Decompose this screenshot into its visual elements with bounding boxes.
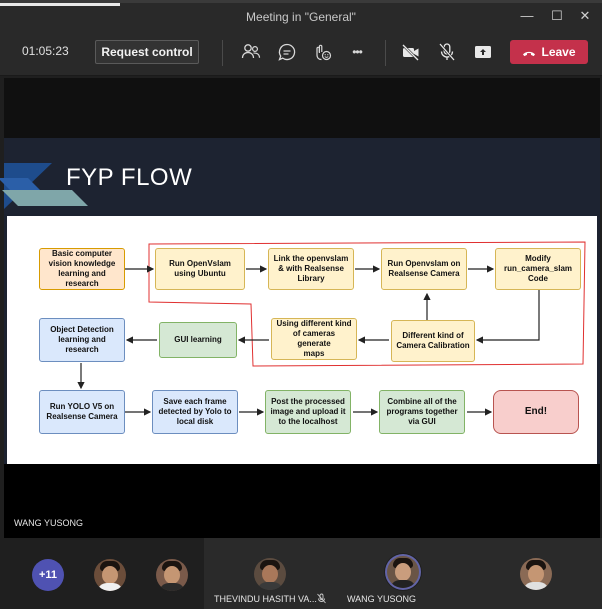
flow-object-detection: Object Detection learning and research (39, 318, 125, 362)
share-icon[interactable] (472, 41, 494, 63)
avatar-face (164, 566, 180, 584)
flow-save-frame: Save each frame detected by Yolo to loca… (152, 390, 238, 434)
avatar-shirt (390, 580, 416, 588)
leave-button[interactable]: Leave (510, 40, 588, 64)
flow-post-image: Post the processed image and upload it t… (265, 390, 351, 434)
reactions-icon[interactable] (311, 41, 333, 63)
flow-run-yolo: Run YOLO V5 on Realsense Camera (39, 390, 125, 434)
flow-modify-code: Modify run_camera_slam Code (495, 248, 581, 290)
slide-letterbox-bottom (4, 464, 600, 538)
more-icon[interactable]: ••• (352, 45, 363, 59)
participant-strip: +11 THEVINDU HASITH VA... WANG YUSONG (0, 538, 602, 609)
window-title: Meeting in "General" (246, 10, 356, 24)
avatar-shirt (523, 582, 549, 590)
flow-gui-learning: GUI learning (159, 322, 237, 358)
avatar (520, 558, 552, 590)
flow-combine-gui: Combine all of the programs together via… (379, 390, 465, 434)
close-button[interactable]: ✕ (579, 8, 591, 23)
flow-basic-cv: Basic computer vision knowledge learning… (39, 248, 125, 290)
slide-decoration (2, 190, 88, 206)
flow-run-realsense: Run Openvslam on Realsense Camera (381, 248, 467, 290)
maximize-button[interactable]: ☐ (551, 8, 563, 23)
flow-camera-calibration: Different kind of Camera Calibration (391, 320, 475, 362)
active-speaker-name: WANG YUSONG (14, 518, 84, 528)
avatar (254, 558, 286, 590)
camera-off-icon[interactable] (400, 41, 422, 63)
toolbar-divider (222, 40, 223, 66)
chat-icon[interactable] (276, 41, 298, 63)
participant-name: THEVINDU HASITH VA... (214, 594, 317, 604)
leave-label: Leave (541, 45, 576, 59)
avatar[interactable] (156, 559, 188, 591)
shared-screen: FYP FLOW (0, 78, 600, 538)
avatar-face (102, 566, 118, 584)
avatar (387, 556, 419, 588)
avatar-shirt (159, 583, 185, 591)
participant-tile[interactable] (470, 538, 602, 609)
avatar-face (262, 565, 278, 583)
slide-letterbox-top (4, 78, 600, 138)
meeting-toolbar: 01:05:23 Request control ••• Leave (0, 30, 602, 76)
request-control-button[interactable]: Request control (95, 40, 199, 64)
overflow-participants-button[interactable]: +11 (32, 559, 64, 591)
mic-off-icon (317, 593, 326, 604)
avatar-face (528, 565, 544, 583)
people-icon[interactable] (240, 41, 262, 63)
slide-header (4, 138, 600, 214)
flow-end: End! (493, 390, 579, 434)
avatar[interactable] (94, 559, 126, 591)
title-accent (0, 3, 120, 6)
avatar-face (395, 563, 411, 581)
flow-run-openvslam: Run OpenVslam using Ubuntu (155, 248, 245, 290)
flow-diagram: Basic computer vision knowledge learning… (7, 216, 597, 464)
minimize-button[interactable]: — (520, 8, 534, 23)
flow-link-realsense: Link the openvslam & with Realsense Libr… (268, 248, 354, 290)
meeting-timer: 01:05:23 (22, 44, 69, 58)
mic-off-icon[interactable] (436, 41, 458, 63)
participant-tile-active[interactable]: WANG YUSONG (337, 538, 470, 609)
participant-name: WANG YUSONG (347, 594, 417, 604)
avatar-shirt (257, 582, 283, 590)
toolbar-divider (385, 40, 386, 66)
avatar-shirt (97, 583, 123, 591)
flow-different-cameras: Using different kind of cameras generate… (271, 318, 357, 360)
participant-tile[interactable]: THEVINDU HASITH VA... (204, 538, 337, 609)
slide-title: FYP FLOW (66, 164, 193, 191)
participant-gallery: +11 (0, 538, 204, 609)
phone-icon (522, 41, 536, 65)
title-bar: Meeting in "General" — ☐ ✕ (0, 0, 602, 30)
flow-arrows (77, 241, 586, 416)
